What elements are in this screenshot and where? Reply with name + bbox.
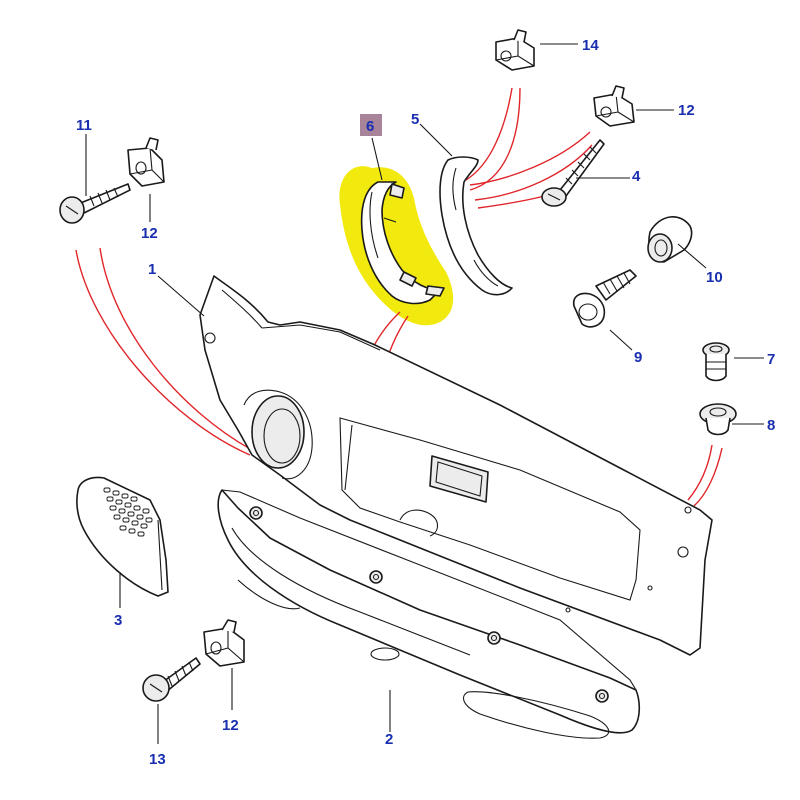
part-8-grommet: [699, 403, 737, 436]
callout-5[interactable]: 5: [411, 111, 419, 128]
part-11-screw: [59, 183, 131, 224]
callout-12-lower[interactable]: 12: [222, 717, 239, 734]
callout-11[interactable]: 11: [76, 117, 92, 134]
part-6-handle-insert: [360, 181, 445, 305]
callout-9[interactable]: 9: [634, 349, 642, 366]
callout-13[interactable]: 13: [149, 751, 166, 768]
callout-1[interactable]: 1: [148, 261, 156, 278]
callout-labels: 1 2 3 4 5 6 7 8 9 10 11 12 12 12 13 14: [76, 37, 775, 768]
part-3-speaker-grille: [76, 476, 169, 597]
callout-8[interactable]: 8: [767, 417, 775, 434]
callout-6[interactable]: 6: [366, 118, 374, 135]
part-12-clip-upper: [593, 85, 635, 127]
grille-holes: [103, 487, 153, 537]
callout-4[interactable]: 4: [632, 168, 641, 185]
part-12-clip-left: [127, 137, 165, 187]
callout-2[interactable]: 2: [385, 731, 393, 748]
part-9-push-clip: [572, 269, 637, 328]
callout-10[interactable]: 10: [706, 269, 723, 286]
part-13-screw: [142, 657, 201, 702]
leader-lines: [85, 43, 764, 744]
part-2-lower-moulding: [217, 489, 641, 739]
part-14-clip-top: [495, 29, 535, 71]
callout-3[interactable]: 3: [114, 612, 122, 629]
callout-6-badge: [360, 114, 382, 136]
callout-7[interactable]: 7: [767, 351, 775, 368]
callout-12-upper[interactable]: 12: [678, 102, 695, 119]
part-12-clip-lower: [203, 619, 245, 667]
callout-12-left[interactable]: 12: [141, 225, 158, 242]
part-10-cap: [647, 216, 693, 263]
part-5-finisher: [439, 156, 513, 296]
callout-14[interactable]: 14: [582, 37, 599, 54]
part-4-screw: [541, 139, 605, 207]
part-1-door-panel: [199, 275, 713, 656]
part-7-bush: [702, 342, 730, 382]
